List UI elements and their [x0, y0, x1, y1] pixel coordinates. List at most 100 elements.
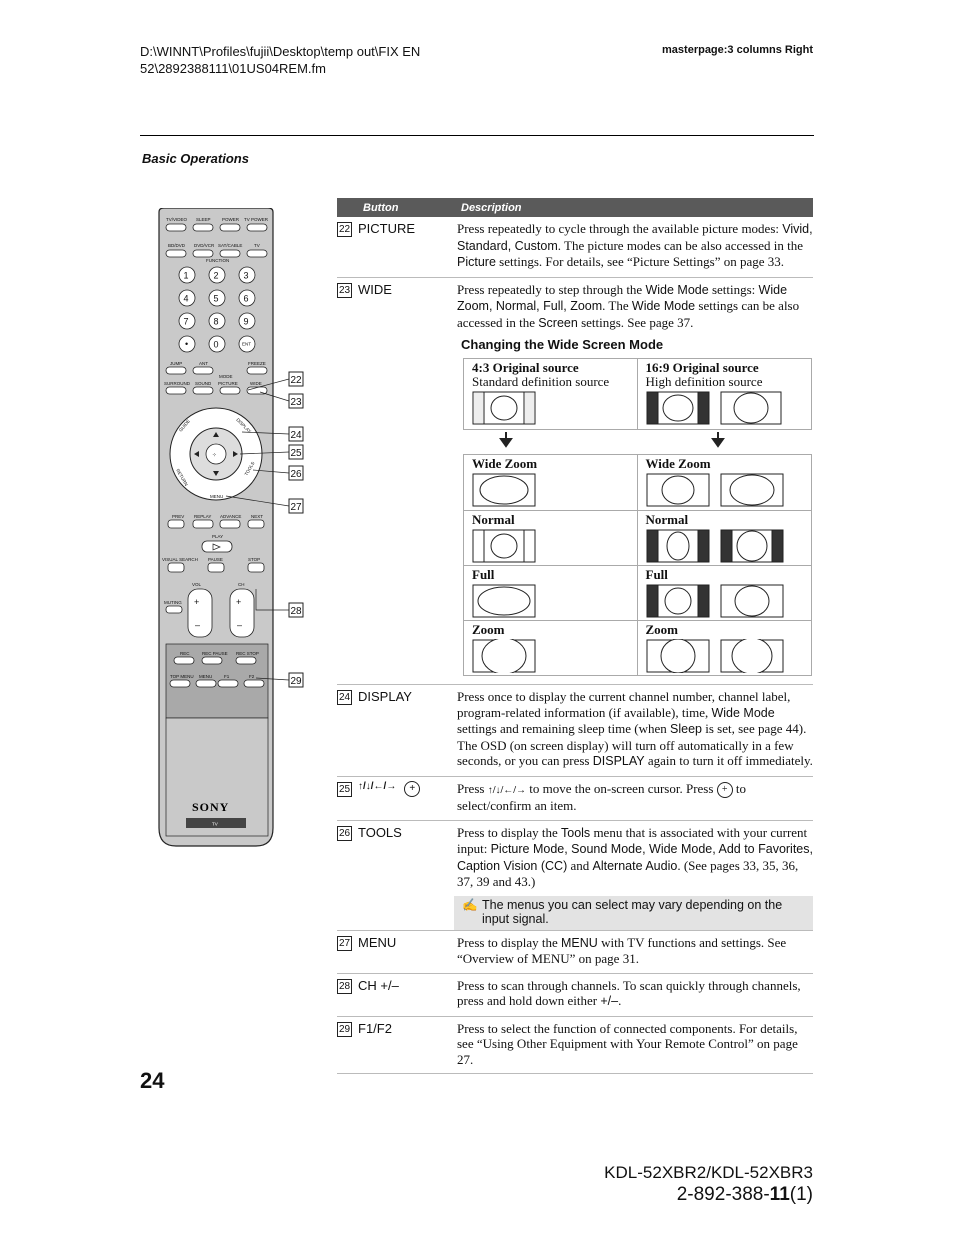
svg-text:0: 0	[214, 340, 219, 350]
svg-text:8: 8	[214, 317, 219, 327]
svg-text:MENU: MENU	[199, 674, 212, 679]
svg-text:PAUSE: PAUSE	[208, 557, 223, 562]
volume-channel-controls: VOL CH MUTING +– +–	[164, 582, 255, 638]
model-number: KDL-52XBR2/KDL-52XBR3	[604, 1163, 813, 1182]
description-ch: Press to scan through channels. To scan …	[457, 977, 801, 1009]
masterpage-label: masterpage:3 columns Right	[662, 44, 813, 56]
tv-video-button	[165, 223, 187, 232]
svg-text:MENU: MENU	[210, 494, 223, 499]
svg-text:6: 6	[244, 294, 249, 304]
description-f1f2: Press to select the function of connecte…	[457, 1020, 798, 1067]
callout-27: 27	[288, 498, 304, 514]
svg-text:VISUAL SEARCH: VISUAL SEARCH	[162, 557, 198, 562]
select-circle-icon: +	[404, 780, 421, 797]
full-16-9-icon-b	[720, 584, 783, 618]
label-tv: TV	[254, 243, 260, 248]
button-name-wide: WIDE	[358, 281, 392, 297]
record-row: REC REC PAUSE REC STOP TOP MENU MENU F1 …	[169, 651, 265, 688]
svg-text:REC STOP: REC STOP	[236, 651, 259, 656]
wide-screen-title: Changing the Wide Screen Mode	[461, 337, 664, 352]
description-arrows: Press ↑/↓/←/→ to move the on-screen curs…	[457, 780, 747, 814]
arrow-keys-icon: ↑/↓/←/→	[358, 780, 397, 792]
wide-zoom-16-9-icon-a	[646, 473, 709, 507]
screen-4-3-icon	[472, 391, 536, 425]
normal-4-3-icon	[472, 529, 536, 563]
header-description: Description	[461, 201, 522, 214]
file-path-line2: 52\2892388111\01US04REM.fm	[140, 61, 326, 76]
svg-text:SOUND: SOUND	[195, 381, 212, 386]
button-name-tools: TOOLS	[358, 824, 402, 840]
label-sleep: SLEEP	[196, 217, 211, 222]
header-rule	[140, 135, 814, 136]
normal-16-9-icon-b	[720, 529, 783, 563]
function-button-row: BD/DVD DVD/VCR SAT/CABLE TV FUNCTION	[165, 243, 268, 263]
svg-text:1: 1	[184, 271, 189, 281]
mode-row-normal: Normal Normal	[464, 510, 811, 565]
svg-text:•: •	[185, 339, 188, 349]
mode-row-full: Full Full	[464, 565, 811, 620]
svg-text:FREEZE: FREEZE	[248, 361, 266, 366]
screen-16-9-full-icon	[720, 391, 781, 425]
down-arrows	[499, 432, 725, 448]
svg-text:MUTING: MUTING	[164, 600, 182, 605]
description-wide: Press repeatedly to step through the Wid…	[457, 281, 800, 330]
table-row-arrows: 25↑/↓/←/→+ Press ↑/↓/←/→ to move the on-…	[337, 777, 813, 821]
section-title: Basic Operations	[142, 151, 249, 166]
callout-29: 29	[288, 672, 304, 688]
source-header-table: 4:3 Original source Standard definition …	[463, 358, 812, 430]
zoom-4-3-icon	[472, 637, 536, 675]
wide-mode-table: Wide Zoom Wide Zoom Normal Normal Full F…	[463, 454, 812, 676]
svg-text:SURROUND: SURROUND	[164, 381, 191, 386]
tv-power-button	[246, 223, 268, 232]
svg-text:28: 28	[291, 606, 303, 617]
svg-text:TOP MENU: TOP MENU	[170, 674, 194, 679]
svg-text:REPLAY: REPLAY	[194, 514, 211, 519]
zoom-16-9-icon-b	[720, 639, 783, 673]
navigation-ring: ⊹ GUIDE DISPLAY RETURN TOOLS MENU	[169, 407, 263, 501]
jump-row: JUMP ANT FREEZE	[165, 361, 268, 375]
description-tools: Press to display the Tools menu that is …	[454, 825, 813, 930]
button-name-picture: PICTURE	[358, 221, 416, 236]
svg-text:F2: F2	[249, 674, 255, 679]
svg-text:5: 5	[214, 294, 219, 304]
button-name-display: DISPLAY	[358, 689, 412, 704]
svg-text:29: 29	[291, 676, 303, 687]
callout-24: 24	[288, 426, 304, 442]
svg-text:–: –	[195, 620, 200, 630]
part-number: 2-892-388-11(1)	[676, 1184, 813, 1205]
remote-control-illustration: .t { font-family: "Liberation Sans", san…	[158, 208, 274, 847]
sony-logo: SONY	[192, 800, 229, 814]
top-button-row: TV/VIDEO SLEEP POWER TV POWER	[165, 217, 269, 232]
svg-text:CH: CH	[238, 582, 245, 587]
svg-text:22: 22	[291, 375, 303, 386]
svg-text:7: 7	[184, 317, 189, 327]
callout-layer: 22 23 24 25 26 27 28 29	[225, 371, 304, 688]
tools-note: ✍The menus you can select may vary depen…	[454, 895, 813, 930]
svg-text:JUMP: JUMP	[170, 361, 182, 366]
power-button	[219, 223, 241, 232]
source-4-3: 4:3 Original source Standard definition …	[464, 359, 638, 429]
callout-28: 28	[288, 602, 304, 618]
svg-text:VOL: VOL	[192, 582, 202, 587]
center-plus-icon: ⊹	[213, 452, 217, 457]
svg-text:4: 4	[184, 294, 189, 304]
file-path-line1: D:\WINNT\Profiles\fujii\Desktop\temp out…	[140, 44, 421, 59]
wide-zoom-16-9-icon-b	[720, 473, 783, 507]
tv-label: TV	[212, 822, 218, 827]
description-menu: Press to display the MENU with TV functi…	[457, 934, 787, 967]
svg-text:3: 3	[244, 271, 249, 281]
svg-text:ENT: ENT	[242, 342, 251, 347]
pencil-icon: ✍	[462, 897, 478, 912]
callout-22: 22	[288, 371, 304, 387]
svg-text:–: –	[237, 620, 242, 630]
full-16-9-icon-a	[646, 584, 709, 618]
description-display: Press once to display the current channe…	[457, 689, 813, 768]
callout-23: 23	[288, 393, 304, 409]
svg-text:+: +	[236, 597, 241, 607]
svg-text:PREV: PREV	[172, 514, 184, 519]
